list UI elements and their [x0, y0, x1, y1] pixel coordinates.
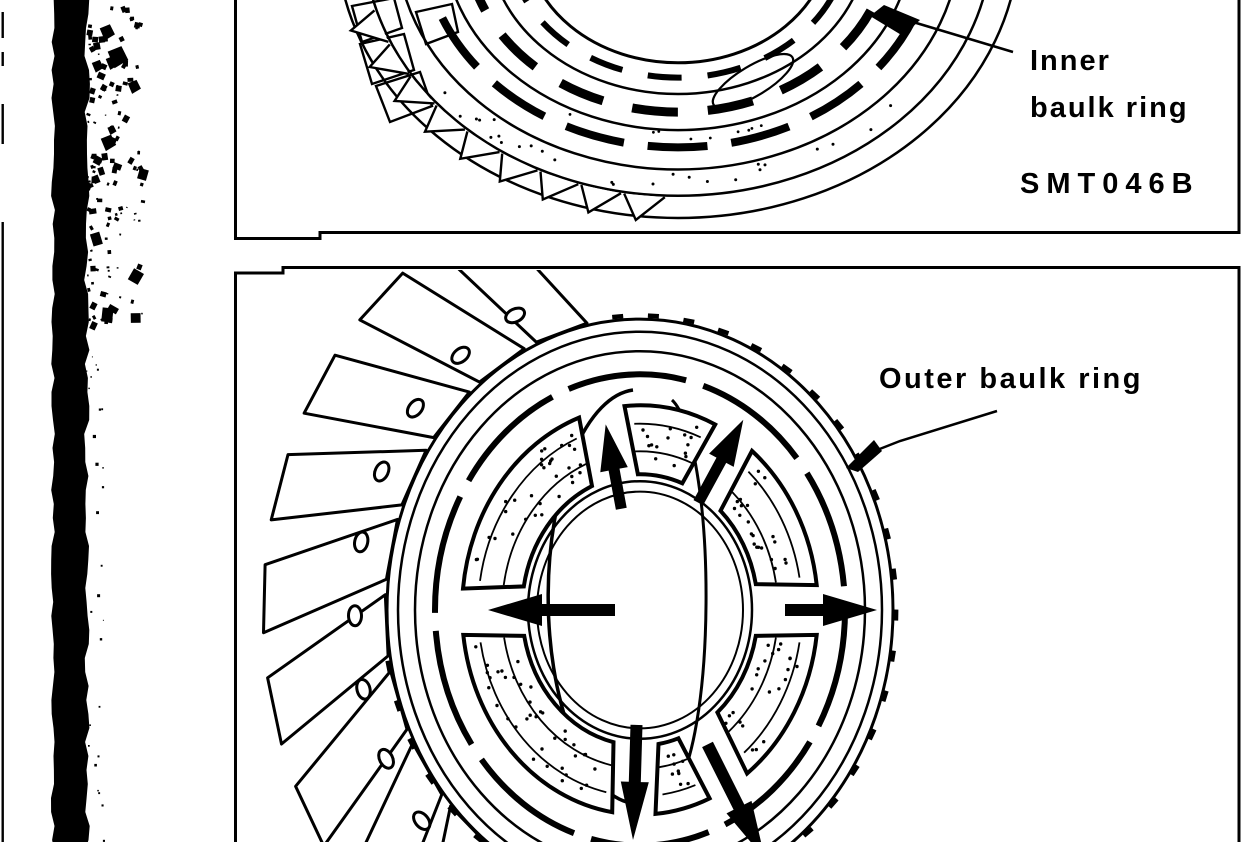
baulk-ring-segments — [460, 403, 819, 817]
inner-baulk-ring-leader — [870, 5, 1014, 54]
callout-line: Inner — [1030, 45, 1111, 77]
rim-knurl-ticks — [385, 313, 899, 842]
top-figure-frame — [234, 0, 1241, 240]
stipple-dots — [443, 91, 893, 186]
leader-arrowhead — [846, 440, 882, 472]
outer-baulk-ring-callout: Outer baulk ring — [879, 363, 1143, 395]
figure-code: SMT046B — [1020, 168, 1200, 200]
concentric-rings — [344, 0, 1012, 220]
inner-baulk-ring-figure — [344, 0, 1012, 222]
dog-teeth-knobs — [346, 306, 527, 831]
inner-baulk-ring-callout: Inner baulk ring — [1030, 38, 1189, 132]
scan-binding-band — [1, 0, 149, 842]
ring-teeth — [348, 9, 666, 222]
notch-arrows — [488, 419, 877, 842]
outer-baulk-ring-figure — [262, 270, 899, 842]
bottom-figure-frame — [234, 266, 1241, 842]
callout-line: baulk ring — [1030, 92, 1189, 124]
outer-baulk-ring-leader — [846, 409, 998, 472]
